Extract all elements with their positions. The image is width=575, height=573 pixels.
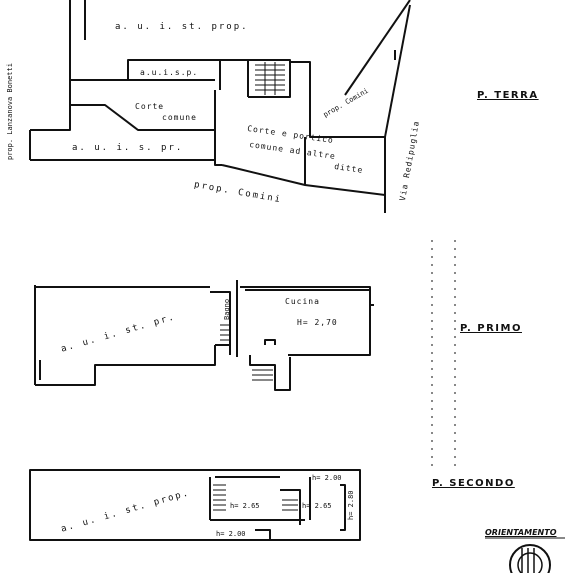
margin-guides [431,240,456,470]
floor-title-terra: P. TERRA [477,90,539,101]
second-height-265-b: h= 2.65 [302,502,332,510]
ground-left-side-label: prop. Lanzanova Bonetti [6,63,14,160]
ground-aui-sp: a.u.i.s.p. [140,68,199,77]
ground-stair-treads [255,62,285,95]
second-floor-plan [29,469,361,541]
ground-floor-plan [29,0,411,213]
first-bagno-label: Bagno [223,298,231,320]
second-height-280: h= 2.80 [347,490,355,520]
first-cucina-label: Cucina [285,297,320,306]
second-height-200-top: h= 2.00 [312,474,342,482]
first-floor-plan [34,280,374,391]
floor-title-primo: P. PRIMO [460,323,522,334]
floor-title-secondo: P. SECONDO [432,478,515,489]
orientation-label: ORIENTAMENTO [485,528,557,537]
ground-corte-comune-line2: comune [162,113,197,122]
first-stair-treads [220,324,275,381]
second-height-200-bottom: h= 2.00 [216,530,246,538]
ground-aui-spr: a. u. i. s. pr. [72,143,184,153]
compass-icon [509,544,551,573]
ground-corte-comune-line1: Corte [135,102,165,111]
first-height-label: H= 2,70 [297,318,338,327]
ground-top-neighbor: a. u. i. st. prop. [115,22,249,32]
second-stair-treads [213,484,298,511]
second-height-265-a: h= 2.65 [230,502,260,510]
